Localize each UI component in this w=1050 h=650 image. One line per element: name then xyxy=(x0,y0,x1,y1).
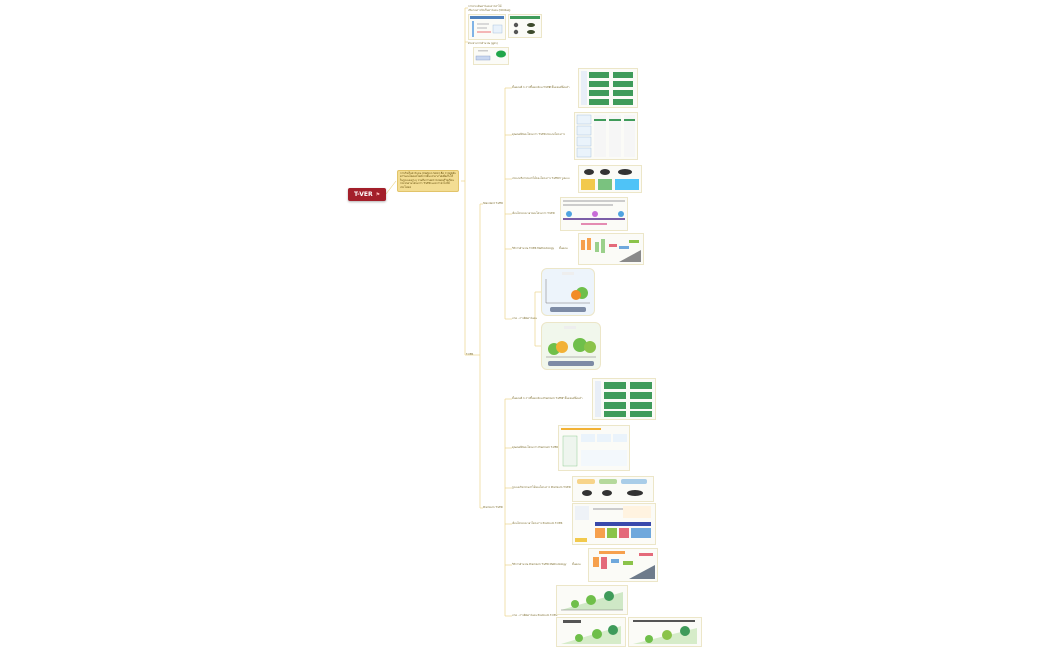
a5-methodology-image xyxy=(578,233,644,265)
top-branch-title-1[interactable]: การประเมินคาร์บอนจากป่าไม้ xyxy=(468,5,502,8)
group-b-item-4[interactable]: เงื่อนไขระยะเวลาโครงการ Premium T-VER xyxy=(512,522,563,525)
note-node[interactable]: การกักเก็บคาร์บอน (Carbon Sink) คือ การด… xyxy=(397,170,459,192)
a6-carbon-image-2 xyxy=(541,322,601,370)
group-a-item-6[interactable]: ภาพ - การคิดคาร์บอน xyxy=(512,317,537,320)
a3-forest-types-image xyxy=(578,165,642,193)
b4-timeline-image xyxy=(572,503,656,545)
group-a-item-1[interactable]: ขั้นตอนที่ 1 การขึ้นทะเบียน T-VER xyxy=(512,86,551,89)
a1-steps-image xyxy=(578,68,638,108)
b1-steps-image xyxy=(592,378,656,420)
root-node[interactable]: T-VER ⚑ xyxy=(348,188,386,201)
a4-timeline-image xyxy=(560,197,628,231)
group-b-item-1-sub: 7 ขั้นตอนที่ต้องทำ xyxy=(562,397,583,400)
group-b-item-5-sub: ขั้นตอน xyxy=(572,563,581,566)
group-b-item-2[interactable]: คุณสมบัติของโครงการ Premium T-VER xyxy=(512,446,559,449)
top-branch-image-2 xyxy=(508,14,542,38)
b5-methodology-image xyxy=(588,548,658,582)
group-a-item-3-sub: 3 รูปแบบ xyxy=(559,177,570,180)
flag-icon: ⚑ xyxy=(375,191,381,198)
b6-carbon-image-3 xyxy=(628,617,702,647)
b6-carbon-image-2 xyxy=(556,617,626,647)
group-b-item-5[interactable]: วิธีการคำนวณ Premium T-VER Methodology xyxy=(512,563,567,566)
note-text: การกักเก็บคาร์บอน (Carbon Sink) คือ การด… xyxy=(400,172,456,189)
group-a-item-5-sub: ขั้นตอน xyxy=(559,247,568,250)
top-branch-sub-label: ตัวอย่างการคำนวณ (สูตร) xyxy=(468,42,498,45)
group-a-label[interactable]: Standard T-VER xyxy=(483,202,503,205)
b2-properties-image xyxy=(558,425,630,471)
top-branch-image-1 xyxy=(468,14,506,40)
group-b-item-3[interactable]: รูปแบบกิจกรรมป่าไม้ของโครงการ Premium T-… xyxy=(512,486,571,489)
b6-carbon-image-1 xyxy=(556,585,628,615)
group-b-item-6[interactable]: ภาพ - การคิดคาร์บอน Premium T-VER xyxy=(512,614,558,617)
a2-properties-image xyxy=(574,112,638,160)
group-a-item-2[interactable]: คุณสมบัติของโครงการ T-VER xyxy=(512,133,546,136)
top-branch-formula-image xyxy=(473,47,509,65)
top-branch-title-2: ปริมาณการกักเก็บคาร์บอน (tCO2eq) xyxy=(468,9,511,12)
b3-forest-types-image xyxy=(572,476,654,502)
group-b-item-1[interactable]: ขั้นตอนที่ 1 การขึ้นทะเบียน Premium T-VE… xyxy=(512,397,563,400)
group-a-item-3[interactable]: ประเภทกิจกรรมป่าไม้ของโครงการ T-VER xyxy=(512,177,559,180)
group-a-item-2-sub: ประเภทโครงการ xyxy=(546,133,565,136)
group-a-item-5[interactable]: วิธีการคำนวณ T-VER Methodology xyxy=(512,247,555,250)
group-a-item-1-sub: 7 ขั้นตอนที่ต้องทำ xyxy=(549,86,570,89)
group-b-label[interactable]: Premium T-VER xyxy=(483,506,503,509)
root-label: T-VER xyxy=(353,191,373,198)
a6-carbon-image-1 xyxy=(541,268,595,316)
main-branch-label[interactable]: T-VER xyxy=(466,353,474,356)
group-a-item-4[interactable]: เงื่อนไขระยะเวลาของโครงการ T-VER xyxy=(512,212,555,215)
